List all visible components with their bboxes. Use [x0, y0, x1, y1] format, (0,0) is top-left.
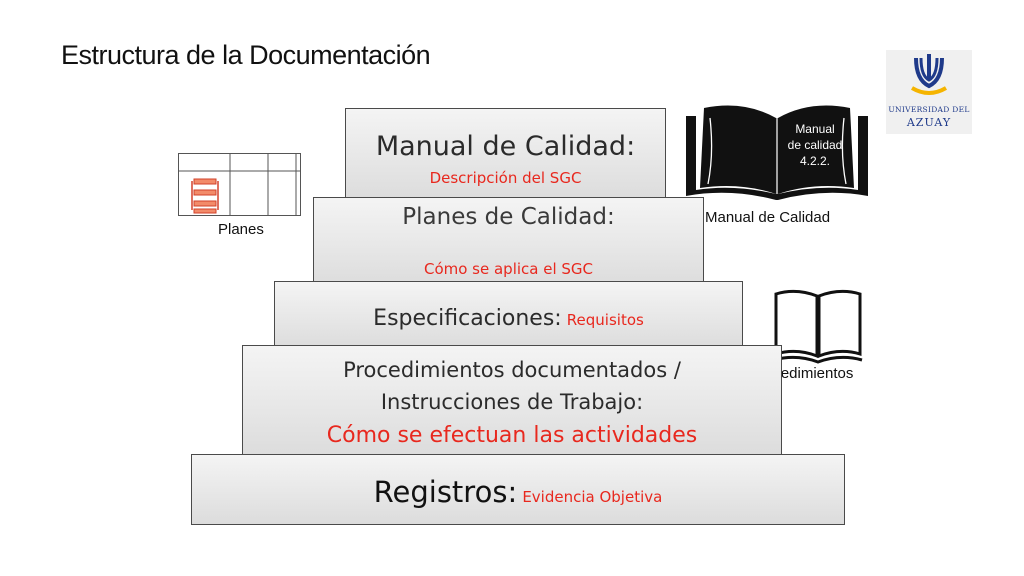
- planes-table-icon: [178, 153, 302, 222]
- page-title: Estructura de la Documentación: [61, 40, 431, 70]
- pyramid-step-especificaciones: Especificaciones: Requisitos: [274, 281, 743, 349]
- registros-detail: Evidencia Objetiva: [522, 488, 663, 506]
- procedimientos-detail: Cómo se efectuan las actividades: [326, 423, 698, 448]
- manual-detail: Descripción del SGC: [429, 169, 582, 187]
- pyramid-step-planes: Planes de Calidad: Cómo se aplica el SGC: [313, 197, 704, 287]
- manual-heading: Manual de Calidad:: [375, 131, 636, 162]
- open-book-icon: Manual de calidad 4.2.2.: [684, 104, 870, 204]
- pyramid-step-registros: Registros: Evidencia Objetiva: [191, 454, 845, 525]
- logo-text-line2: AZUAY: [906, 116, 952, 129]
- open-book-outline-icon: [772, 286, 864, 369]
- manual-caption: Manual de Calidad: [705, 209, 831, 226]
- especificaciones-detail: Requisitos: [566, 311, 644, 329]
- planes-caption: Planes: [218, 221, 264, 238]
- registros-heading: Registros:: [373, 475, 518, 509]
- procedimientos-line2: Instrucciones de Trabajo:: [380, 390, 644, 414]
- book-text: Manual de calidad 4.2.2.: [787, 122, 843, 168]
- pyramid-step-procedimientos: Procedimientos documentados / Instruccio…: [242, 345, 782, 457]
- procedimientos-line1: Procedimientos documentados /: [343, 358, 681, 382]
- pyramid-step-manual: Manual de Calidad: Descripción del SGC: [345, 108, 666, 200]
- especificaciones-heading: Especificaciones:: [373, 306, 562, 331]
- planes-detail: Cómo se aplica el SGC: [423, 260, 594, 278]
- logo-text-line1: UNIVERSIDAD DEL: [888, 105, 970, 114]
- university-logo: UNIVERSIDAD DEL AZUAY: [886, 50, 972, 134]
- planes-heading: Planes de Calidad:: [402, 204, 615, 230]
